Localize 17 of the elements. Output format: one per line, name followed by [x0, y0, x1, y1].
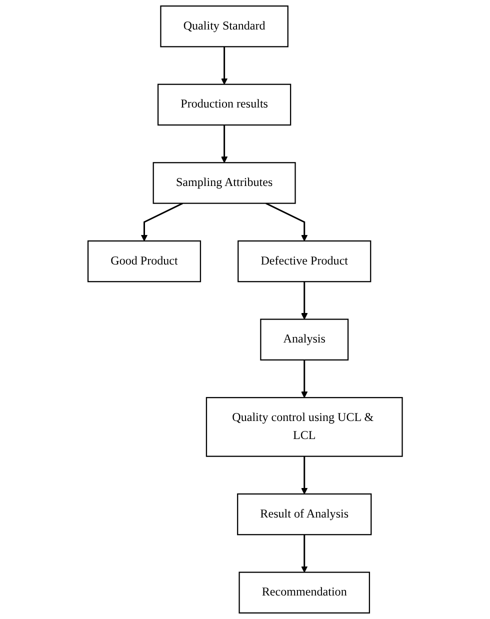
node-box: Sampling Attributes — [152, 162, 296, 204]
arrow — [300, 456, 308, 494]
arrow — [265, 202, 308, 242]
arrow — [300, 360, 308, 398]
node-box: Quality Standard — [160, 5, 288, 48]
node-box: Quality control using UCL & LCL — [206, 397, 403, 457]
node-box: Production results — [157, 84, 291, 126]
arrow — [140, 202, 183, 242]
arrow — [220, 46, 228, 85]
node-box: Result of Analysis — [236, 493, 372, 536]
arrow — [220, 125, 228, 163]
arrow — [300, 282, 308, 320]
arrow — [300, 534, 308, 573]
node-box: Analysis — [260, 318, 348, 361]
node-box: Defective Product — [237, 240, 372, 282]
node-box: Good Product — [87, 240, 201, 282]
node-box: Recommendation — [238, 572, 370, 614]
